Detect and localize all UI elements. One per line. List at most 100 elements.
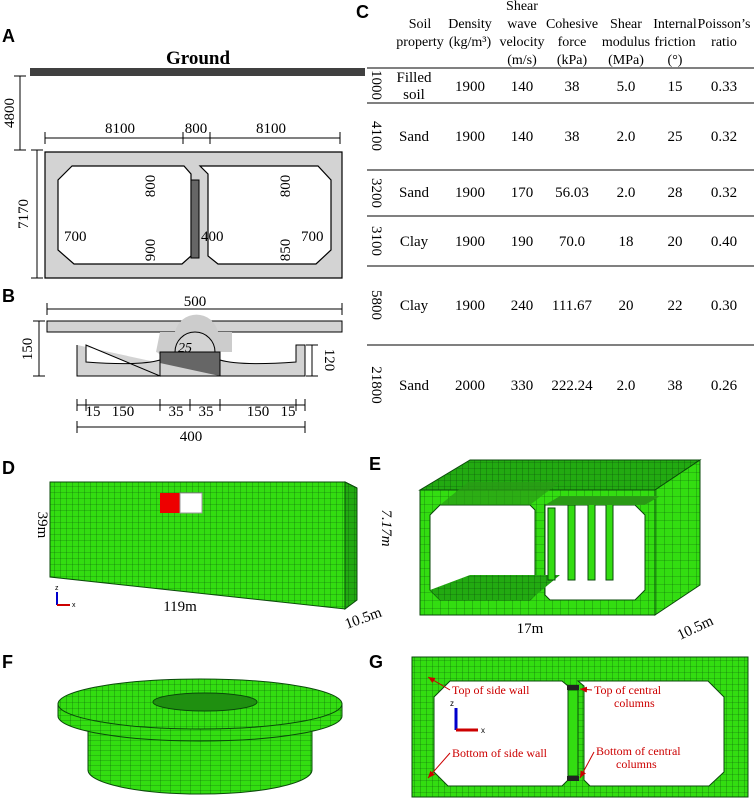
b-top-width-label: 500 (184, 294, 207, 310)
row-thickness: 3200 (368, 178, 384, 208)
row-friction: 15 (668, 79, 683, 95)
table-row: 3200 Sand 1900 170 56.03 2.0 28 0.32 (368, 178, 737, 208)
tunnel-region-white (179, 492, 203, 514)
table-body: 1000 Filled soil 1900 140 38 5.0 15 0.33… (368, 70, 738, 404)
header-cohesion-2: force (558, 35, 587, 50)
panel-label-a: A (2, 26, 15, 46)
column-width-label: 400 (201, 229, 224, 245)
bearing-recess (152, 692, 258, 712)
ground-label: Ground (166, 48, 231, 69)
panel-d: D 39m 119m 10.5m z x (2, 458, 384, 633)
header-velocity-3: velocity (499, 35, 544, 50)
panel-label-c: C (356, 2, 369, 22)
row-modulus: 2.0 (617, 185, 636, 201)
row-velocity: 190 (511, 234, 534, 250)
row-cohesion: 70.0 (559, 234, 585, 250)
haunch-top-left-label: 800 (143, 175, 159, 198)
panel-label-b: B (2, 286, 15, 306)
label-bottom-central-1: Bottom of central (596, 744, 681, 758)
row-density: 1900 (455, 234, 485, 250)
row-cohesion: 222.24 (551, 378, 593, 394)
b-seg-ticks (76, 399, 306, 411)
row-velocity: 140 (511, 129, 534, 145)
panel-g: G z x Top of side wall Top of central co… (369, 652, 749, 798)
soil-side-face (344, 481, 358, 610)
row-friction: 22 (668, 298, 683, 314)
row-soil: Clay (400, 298, 429, 314)
header-modulus-2: modulus (602, 35, 650, 50)
header-modulus-3: (MPa) (608, 53, 644, 68)
row-density: 1900 (455, 185, 485, 201)
row-velocity: 140 (511, 79, 534, 95)
b-height-label: 150 (20, 338, 36, 361)
row-soil: Sand (399, 185, 430, 201)
e-top-face (418, 459, 702, 491)
g-axis-triad: z x (450, 699, 485, 735)
d-height-label: 39m (34, 512, 50, 539)
side-wall-right-label: 700 (301, 229, 324, 245)
b-seg-3: 35 (169, 404, 184, 420)
row-modulus: 5.0 (617, 79, 636, 95)
header-velocity-2: wave (507, 17, 537, 32)
e-depth-label: 10.5m (675, 613, 716, 644)
row-soil: Filled (396, 70, 432, 86)
e-height-label: 7.17m (378, 509, 394, 546)
row-modulus: 2.0 (617, 378, 636, 394)
side-wall-left-label: 700 (64, 229, 87, 245)
row-thickness: 4100 (368, 121, 384, 151)
row-velocity: 240 (511, 298, 534, 314)
ground-bar (30, 68, 365, 76)
row-cohesion: 38 (565, 129, 580, 145)
row-friction: 20 (668, 234, 683, 250)
d-axis-triad: z x (55, 585, 76, 609)
header-friction-3: (°) (668, 53, 683, 68)
header-cohesion-1: Cohesive (546, 17, 598, 32)
row-soil-2: soil (403, 87, 425, 103)
row-poisson: 0.32 (711, 185, 737, 201)
table-row: 21800 Sand 2000 330 222.24 2.0 38 0.26 (368, 366, 738, 404)
header-soil-2: property (396, 35, 443, 50)
bearing-cylinder (87, 724, 313, 795)
haunch-bottom-left-label: 900 (143, 239, 159, 262)
g-central-column (567, 689, 579, 777)
row-friction: 38 (668, 378, 683, 394)
table-header: Soil property Density (kg/m³) Shear wave… (396, 0, 750, 68)
table-row: 5800 Clay 1900 240 111.67 20 22 0.30 (368, 290, 737, 320)
row-modulus: 2.0 (617, 129, 636, 145)
row-friction: 25 (668, 129, 683, 145)
row-poisson: 0.32 (711, 129, 737, 145)
b-seg-2: 150 (112, 404, 135, 420)
e-columns (547, 500, 614, 581)
panel-label-e: E (369, 454, 381, 474)
header-poisson-1: Poisson’s (698, 17, 751, 32)
panel-f: F (2, 652, 343, 795)
row-thickness: 1000 (368, 70, 384, 100)
header-density-2: (kg/m³) (449, 35, 492, 50)
b-seg-6: 15 (281, 404, 296, 420)
panel-label-g: G (369, 652, 383, 672)
panel-b: B 500 25 150 120 15 150 35 35 (2, 286, 343, 445)
tunnel-region-red (160, 493, 180, 513)
row-cohesion: 111.67 (552, 298, 593, 314)
panel-a: A Ground 4800 8100 800 8100 7170 800 800… (2, 26, 365, 279)
header-density-1: Density (448, 17, 492, 32)
label-bottom-central-2: columns (616, 757, 657, 771)
header-modulus-1: Shear (610, 17, 642, 32)
width-left-label: 8100 (105, 121, 135, 137)
b-right-height-label: 120 (321, 349, 337, 372)
panel-c: C Soil property Density (kg/m³) Shear wa… (356, 0, 754, 404)
panel-e: E 7.17m 17m 10.5m (369, 454, 716, 644)
row-density: 1900 (455, 298, 485, 314)
svg-text:x: x (481, 726, 485, 735)
row-soil: Sand (399, 378, 430, 394)
header-friction-1: Internal (653, 17, 697, 32)
width-center-label: 800 (185, 121, 208, 137)
table-row: 3100 Clay 1900 190 70.0 18 20 0.40 (368, 226, 737, 256)
row-cohesion: 38 (565, 79, 580, 95)
header-friction-2: friction (654, 35, 695, 50)
d-length-label: 119m (163, 599, 197, 615)
width-right-label: 8100 (256, 121, 286, 137)
row-density: 2000 (455, 378, 485, 394)
label-top-central-2: columns (614, 696, 655, 710)
